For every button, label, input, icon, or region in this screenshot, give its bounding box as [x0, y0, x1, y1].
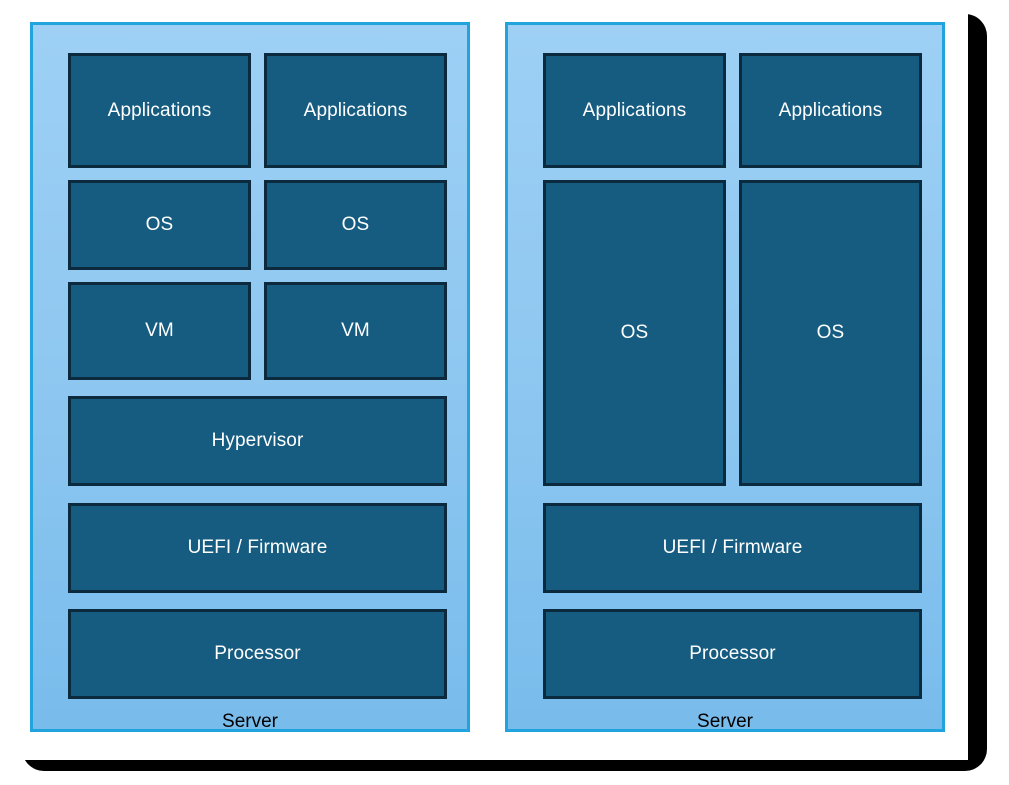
block-applications-guest-1[interactable]: Applications — [68, 53, 251, 168]
block-label: OS — [341, 214, 370, 236]
server-panel-bare-metal[interactable]: Applications Applications OS OS UEFI / F… — [505, 22, 945, 732]
block-label: Processor — [214, 643, 301, 665]
block-os-instance-1[interactable]: OS — [543, 180, 726, 486]
server-caption-virtualized: Server — [222, 711, 278, 732]
block-label: OS — [620, 322, 649, 344]
block-applications-instance-2[interactable]: Applications — [739, 53, 922, 168]
block-label: Applications — [303, 99, 408, 121]
block-os-guest-2[interactable]: OS — [264, 180, 447, 270]
block-label: Hypervisor — [211, 430, 304, 452]
block-processor-virtualized[interactable]: Processor — [68, 609, 447, 699]
server-caption-bare-metal: Server — [697, 711, 753, 732]
block-hypervisor[interactable]: Hypervisor — [68, 396, 447, 486]
block-applications-instance-1[interactable]: Applications — [543, 53, 726, 168]
block-label: OS — [145, 214, 174, 236]
block-vm-guest-1[interactable]: VM — [68, 282, 251, 380]
block-os-instance-2[interactable]: OS — [739, 180, 922, 486]
block-label: Processor — [689, 643, 776, 665]
block-label: OS — [816, 322, 845, 344]
server-panel-virtualized[interactable]: Applications Applications OS OS VM VM Hy… — [30, 22, 470, 732]
block-uefi-firmware-bare-metal[interactable]: UEFI / Firmware — [543, 503, 922, 593]
block-processor-bare-metal[interactable]: Processor — [543, 609, 922, 699]
block-os-guest-1[interactable]: OS — [68, 180, 251, 270]
block-label: Applications — [582, 99, 687, 121]
page-sheet: Applications Applications OS OS VM VM Hy… — [30, 22, 945, 732]
block-uefi-firmware-virtualized[interactable]: UEFI / Firmware — [68, 503, 447, 593]
block-label: UEFI / Firmware — [662, 537, 803, 559]
block-vm-guest-2[interactable]: VM — [264, 282, 447, 380]
block-label: Applications — [107, 99, 212, 121]
block-applications-guest-2[interactable]: Applications — [264, 53, 447, 168]
block-label: VM — [145, 320, 174, 342]
block-label: VM — [341, 320, 370, 342]
block-label: Applications — [778, 99, 883, 121]
block-label: UEFI / Firmware — [187, 537, 328, 559]
